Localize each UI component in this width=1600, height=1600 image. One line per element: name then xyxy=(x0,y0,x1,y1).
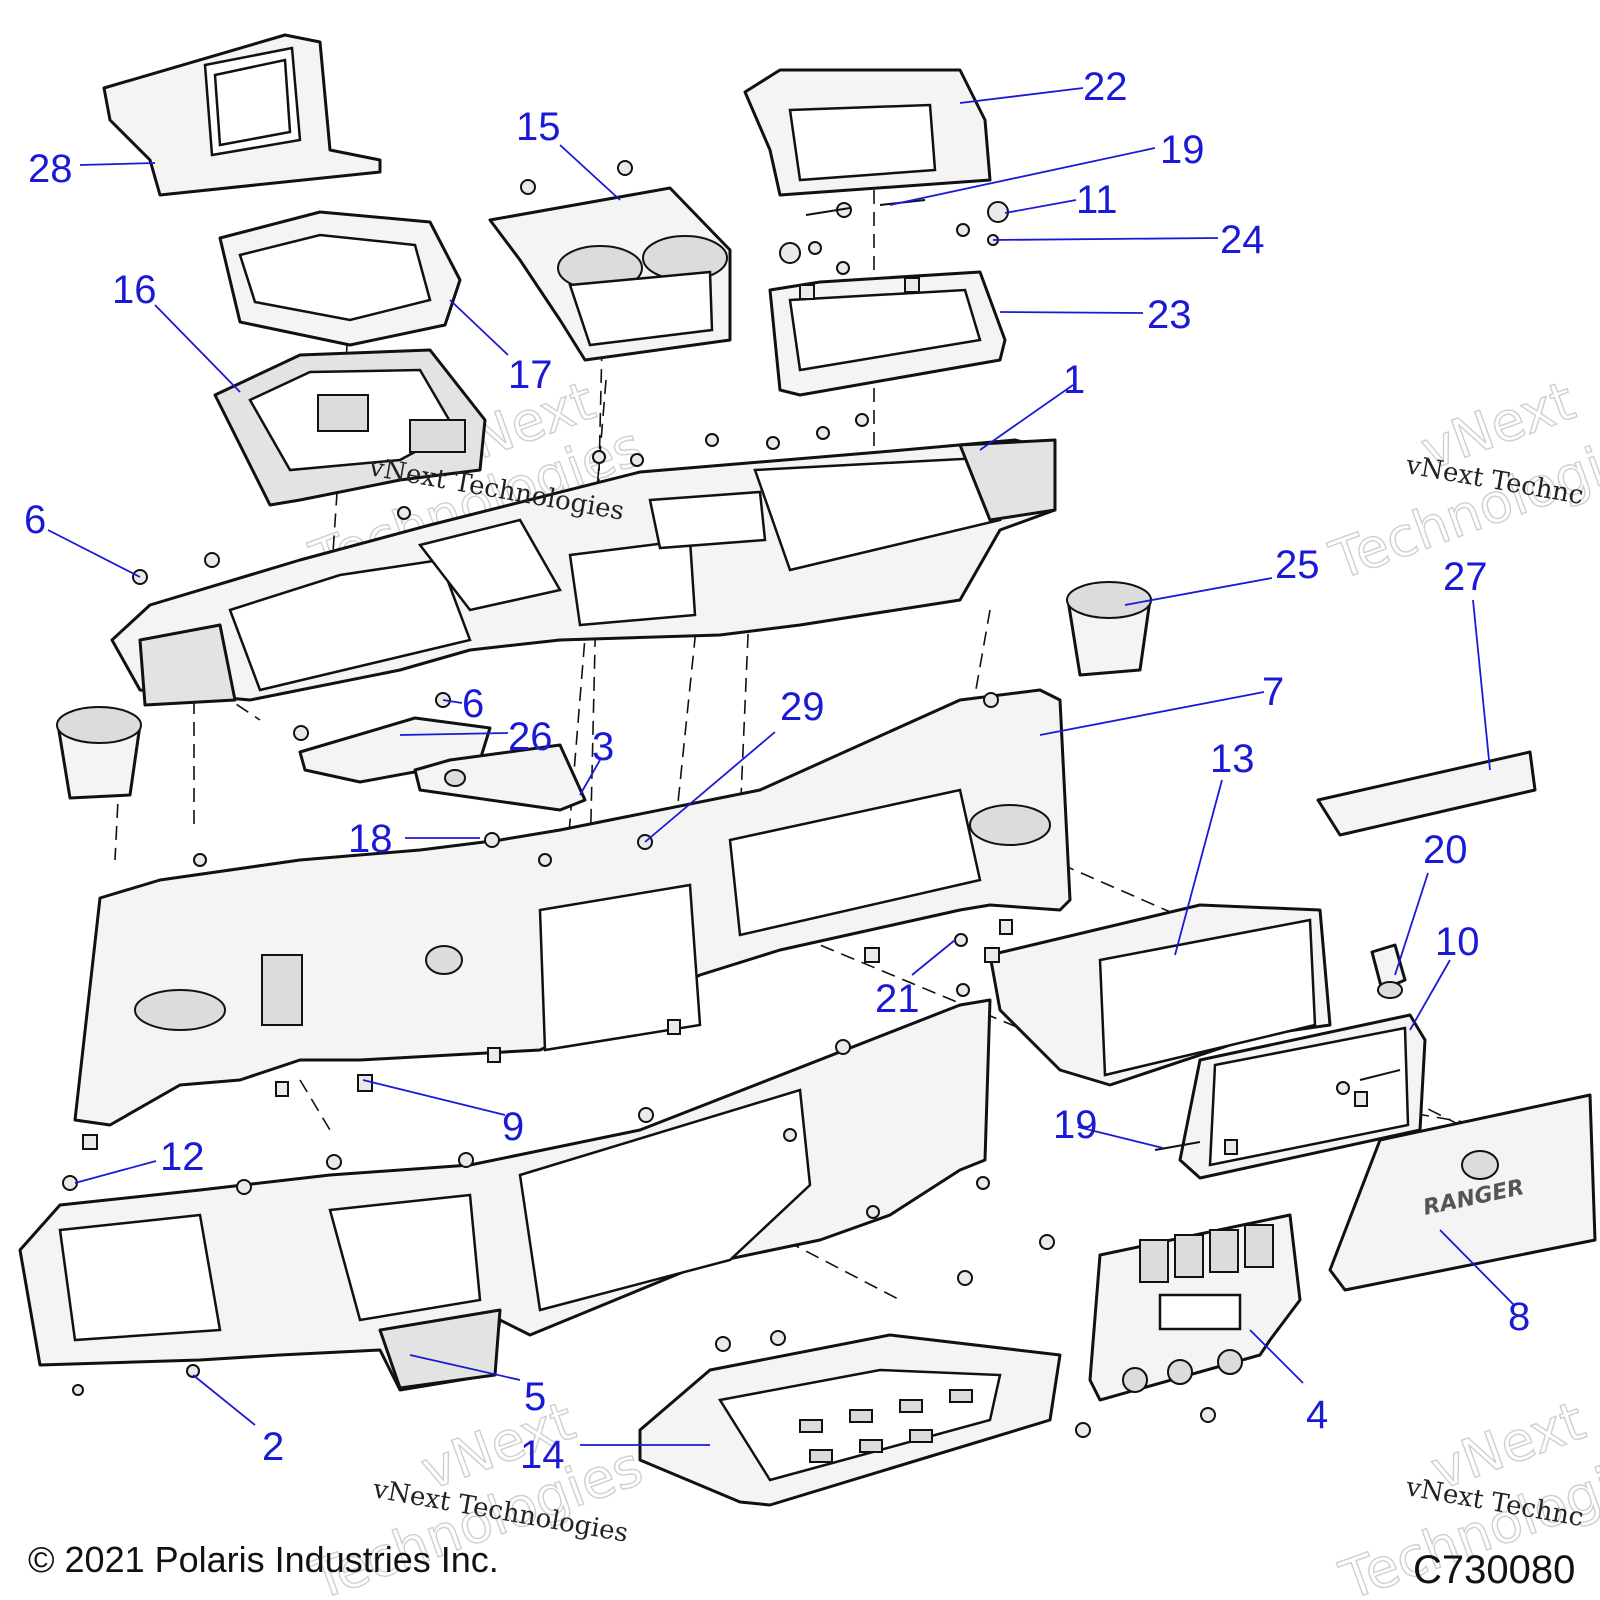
callout-20: 20 xyxy=(1423,828,1468,872)
part-15-cupholder-tray xyxy=(488,186,732,362)
callout-1: 1 xyxy=(1063,358,1085,402)
leader-lines xyxy=(47,87,1515,1446)
callout-18: 18 xyxy=(348,817,393,861)
callout-19-upper: 19 xyxy=(1160,128,1205,172)
part-25-cup-insert xyxy=(1066,581,1152,677)
part-23-storage-bin xyxy=(768,270,1007,397)
callout-28: 28 xyxy=(28,147,73,191)
callout-15: 15 xyxy=(516,105,561,149)
callout-7: 7 xyxy=(1262,670,1284,714)
part-27-trim-strip xyxy=(1316,750,1537,837)
part-3-bracket xyxy=(413,743,587,812)
callout-13: 13 xyxy=(1210,737,1255,781)
callout-24: 24 xyxy=(1220,218,1265,262)
part-14-lower-console xyxy=(638,1333,1062,1507)
callout-21: 21 xyxy=(875,977,920,1021)
part-17-cluster-surround xyxy=(218,210,462,347)
fasteners xyxy=(62,160,1401,1438)
callout-12: 12 xyxy=(160,1135,205,1179)
part-28-gauge-bezel xyxy=(102,33,382,197)
part-22-storage-lid xyxy=(743,68,992,197)
callout-10: 10 xyxy=(1435,920,1480,964)
callout-8: 8 xyxy=(1508,1295,1530,1339)
part-7-main-dash-frame xyxy=(73,688,1072,1127)
callout-2: 2 xyxy=(262,1425,284,1469)
callout-4: 4 xyxy=(1306,1393,1328,1437)
callout-19-lower: 19 xyxy=(1053,1103,1098,1147)
callout-16: 16 xyxy=(112,268,157,312)
part-20-switch xyxy=(1370,943,1407,999)
part-5-lower-dash xyxy=(18,998,992,1392)
cup-insert-left xyxy=(56,706,142,800)
drawing-code: C730080 xyxy=(1413,1548,1575,1592)
part-16-instrument-pod xyxy=(213,348,487,507)
part-8-glovebox-door: RANGER xyxy=(1328,1093,1597,1292)
callout-29: 29 xyxy=(780,685,825,729)
callout-25: 25 xyxy=(1275,543,1320,587)
part-4-switch-panel xyxy=(1088,1213,1302,1402)
callout-6-upper: 6 xyxy=(24,498,46,542)
callout-17: 17 xyxy=(508,353,553,397)
callout-14: 14 xyxy=(520,1433,565,1477)
callout-27: 27 xyxy=(1443,555,1488,599)
callout-22: 22 xyxy=(1083,65,1128,109)
callout-11: 11 xyxy=(1076,178,1118,222)
callout-3: 3 xyxy=(592,725,614,769)
callout-23: 23 xyxy=(1147,293,1192,337)
part-1-upper-dash xyxy=(110,438,1057,707)
callout-9: 9 xyxy=(502,1105,524,1149)
part-13-gauge-housing xyxy=(988,903,1332,1087)
callout-5: 5 xyxy=(524,1375,546,1419)
callout-6-lower: 6 xyxy=(462,682,484,726)
callout-26: 26 xyxy=(508,715,553,759)
copyright-notice: © 2021 Polaris Industries Inc. xyxy=(28,1539,499,1580)
part-10-bezel-ring xyxy=(1178,1013,1427,1180)
callout-labels: 1 2 3 4 5 6 6 7 8 9 10 11 12 13 14 15 16… xyxy=(24,65,1530,1477)
